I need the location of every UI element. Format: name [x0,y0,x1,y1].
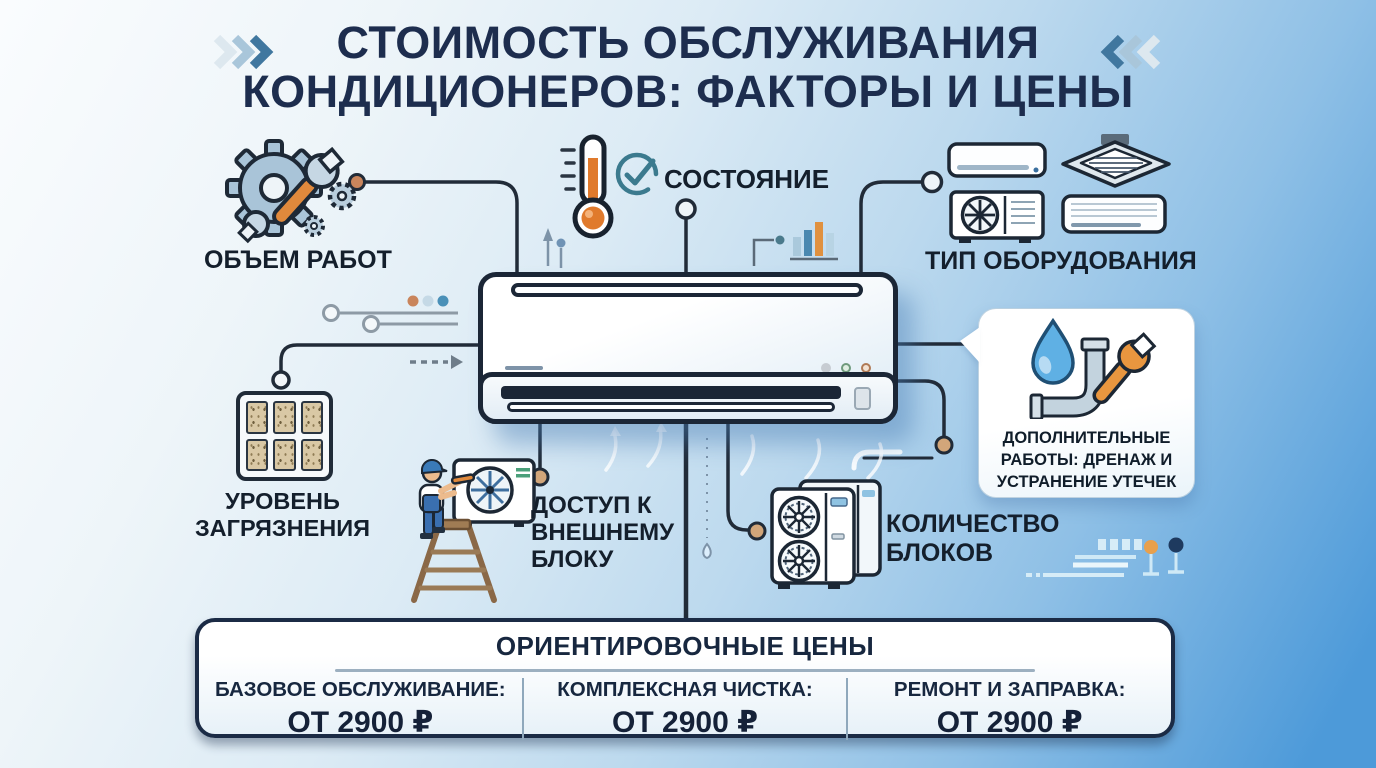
dirty-filter-icon [236,391,333,481]
ac-louver-section [478,372,898,424]
additional-works-callout: ДОПОЛНИТЕЛЬНЫЕ РАБОТЫ: ДРЕНАЖ И УСТРАНЕН… [960,308,1195,498]
pipe-decoration [851,449,903,471]
page-title: СТОИМОСТЬ ОБСЛУЖИВАНИЯ КОНДИЦИОНЕРОВ: ФА… [0,20,1376,114]
price-item-basic: БАЗОВОЕ ОБСЛУЖИВАНИЕ: ОТ 2900 ₽ [215,677,506,739]
price-panel: ОРИЕНТИРОВОЧНЫЕ ЦЕНЫ БАЗОВОЕ ОБСЛУЖИВАНИ… [195,618,1175,740]
ac-unit-types-icon [943,134,1175,251]
bar-chart-icon [752,222,838,266]
price-panel-divider [335,669,1035,672]
chevrons-right-icon [1100,34,1161,70]
callout-tail [960,327,980,363]
factor-contamination-label: УРОВЕНЬ ЗАГРЯЗНЕНИЯ [194,488,371,542]
factor-equipment-label: ТИП ОБОРУДОВАНИЯ [925,247,1197,275]
price-panel-title: ОРИЕНТИРОВОЧНЫЕ ЦЕНЫ [495,631,875,661]
outdoor-units-icon [766,477,891,597]
ac-top-vent [511,283,863,297]
drip-line-icon [702,438,712,560]
dashed-arrow-icon [410,355,463,369]
ac-power-button [854,387,871,410]
chevrons-left-icon [213,34,274,70]
gear-wrench-icon [222,136,372,249]
technician-ladder-icon [392,452,544,612]
additional-works-label: ДОПОЛНИТЕЛЬНЫЕ РАБОТЫ: ДРЕНАЖ И УСТРАНЕН… [996,429,1177,491]
droplet-pipe-wrench-icon [1029,317,1156,421]
airflow-arrows [604,422,884,480]
factor-scope-label: ОБЪЕМ РАБОТ [204,246,392,274]
checkmark-circle-icon [612,149,662,204]
factor-units-count-label: КОЛИЧЕСТВО БЛОКОВ [886,510,1060,567]
ac-indicator-gray [821,363,831,373]
indoor-ac-unit [478,272,898,424]
up-arrow-icon [543,228,563,268]
thermometer-icon [556,132,628,245]
bottom-right-decoration [1026,537,1184,577]
factor-condition-label: СОСТОЯНИЕ [664,164,830,194]
factor-outdoor-access-label: ДОСТУП К ВНЕШНЕМУ БЛОКУ [531,492,675,574]
price-item-repair-refill: РЕМОНТ И ЗАПРАВКА: ОТ 2900 ₽ [846,677,1171,740]
title-line-2: КОНДИЦИОНЕРОВ: ФАКТОРЫ И ЦЕНЫ [242,66,1134,117]
title-line-1: СТОИМОСТЬ ОБСЛУЖИВАНИЯ [336,17,1040,68]
price-item-complex-cleaning: КОМПЛЕКСНАЯ ЧИСТКА: ОТ 2900 ₽ [521,677,847,740]
